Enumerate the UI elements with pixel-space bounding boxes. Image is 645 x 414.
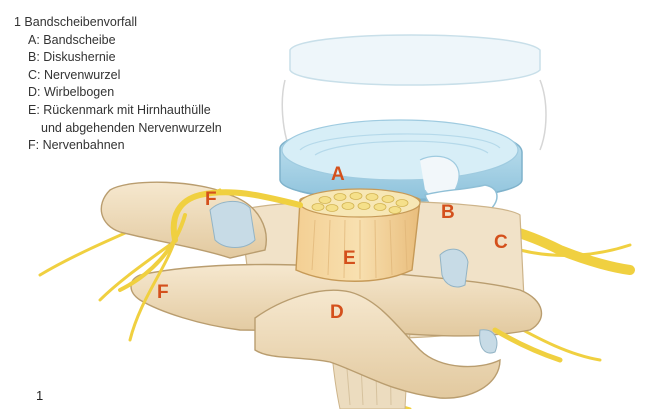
label-f-upper: F [205,189,217,210]
vertebral-arch [100,181,543,399]
spinal-cord [295,188,421,282]
legend-item-f: F: Nervenbahnen [28,138,125,153]
label-d: D [330,302,344,323]
legend-item-a: A: Bandscheibe [28,32,116,47]
label-f-lower: F [157,282,169,303]
legend-item-d: D: Wirbelbogen [28,85,115,100]
label-c: C [494,232,508,253]
label-a: A [331,164,345,185]
nerve-pathways [118,189,563,363]
upper-vertebra-outline [281,34,547,151]
label-e: E [343,248,356,269]
legend-item-e-continuation: und abgehenden Nervenwurzeln [41,120,222,135]
legend-title: 1 Bandscheibenvorfall [14,15,137,29]
legend: 1 Bandscheibenvorfall A: Bandscheibe B: … [14,14,222,155]
figure-number: 1 [36,388,44,403]
legend-item-e: E: Rückenmark mit Hirnhauthülle und abge… [14,102,222,137]
legend-item-b: B: Diskushernie [28,50,116,65]
label-b: B [441,202,455,223]
legend-item-c: C: Nervenwurzel [28,67,121,82]
